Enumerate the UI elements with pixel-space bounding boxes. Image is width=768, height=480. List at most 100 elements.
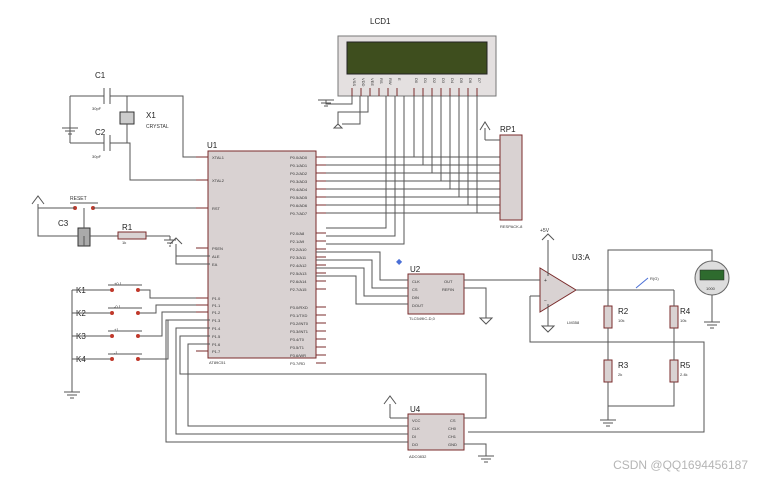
u1-part: AT89C51 xyxy=(209,360,226,365)
u1-left-pin-label: P1.2 xyxy=(212,310,221,315)
u1-right-pin-label: P3.6/WR xyxy=(290,353,306,358)
r5-resistor xyxy=(669,359,679,383)
r2-resistor xyxy=(603,305,613,329)
u1-right-pin-label: P3.5/T1 xyxy=(290,345,305,350)
lcd-pin-label: D7 xyxy=(477,78,482,84)
lcd-pin-label: RS xyxy=(379,78,384,84)
r2-label: R2 xyxy=(618,307,629,316)
u1-left-pin-label: RST xyxy=(212,206,221,211)
u1-right-pin-label: P0.6/AD6 xyxy=(290,203,308,208)
u1-left-pin-label: P1.3 xyxy=(212,318,221,323)
u1-right-pins: P0.0/AD0P0.1/AD1P0.2/AD2P0.3/AD3P0.4/AD4… xyxy=(290,155,326,366)
key-contact xyxy=(110,288,114,292)
lcd-label: LCD1 xyxy=(370,17,391,26)
svg-text:◆: ◆ xyxy=(396,257,403,266)
r4-label: R4 xyxy=(680,307,691,316)
u1-right-pin-label: P3.2/INT0 xyxy=(290,321,309,326)
u1-right-pin-label: P2.6/A14 xyxy=(290,279,307,284)
svg-text:REFIN: REFIN xyxy=(442,287,454,292)
svg-text:OUT: OUT xyxy=(444,279,453,284)
svg-text:VCC: VCC xyxy=(412,418,421,423)
svg-text:CS: CS xyxy=(450,418,456,423)
u4-adc0832: U4 ADC0832 VCC CLK DI DO CS CH0 CH1 GND xyxy=(165,319,494,463)
u1-left-pin-label: P1.7 xyxy=(212,349,221,354)
key-contact xyxy=(136,311,140,315)
key-contact xyxy=(110,334,114,338)
r1-resistor xyxy=(117,231,147,240)
u1-right-pin-label: P3.1/TXD xyxy=(290,313,307,318)
k3-text: +1 xyxy=(114,327,119,332)
c1-value: 30pF xyxy=(92,106,102,111)
u1-right-pin-label: P0.5/AD5 xyxy=(290,195,308,200)
svg-text:CLK: CLK xyxy=(412,279,420,284)
u2-part: TLC549IC-D,0 xyxy=(409,316,436,321)
u1-right-pin-label: P2.0/A8 xyxy=(290,231,305,236)
u1-right-pin-label: P2.7/A15 xyxy=(290,287,307,292)
key-contact xyxy=(136,334,140,338)
k1-text: +0.1 xyxy=(114,281,123,286)
rp1-label: RP1 xyxy=(500,125,516,134)
lcd-ground xyxy=(318,96,369,129)
u1-left-pin-label: XTAL2 xyxy=(212,178,225,183)
r1-value: 1k xyxy=(122,240,126,245)
u1-left-pin-label: XTAL1 xyxy=(212,155,225,160)
r3-resistor xyxy=(603,359,613,383)
rp1-part: RESPACK-8 xyxy=(500,224,523,229)
u2-label: U2 xyxy=(410,265,421,274)
voltmeter: 1000 xyxy=(694,260,730,329)
r4-value: 10k xyxy=(680,318,686,323)
k2-text: -0.1 xyxy=(114,304,122,309)
crystal-circuit: C1 C2 30pF 30pF X1 CRYSTAL xyxy=(62,71,210,181)
u4-part: ADC0832 xyxy=(409,454,427,459)
u1-right-pin-label: P2.5/A13 xyxy=(290,271,307,276)
lcd-pin-label: VDD xyxy=(361,78,366,87)
u1-right-pin-label: P0.4/AD4 xyxy=(290,187,308,192)
meter-display xyxy=(699,269,725,281)
c1-label: C1 xyxy=(95,71,106,80)
u1-left-pin-label: ALE xyxy=(212,254,220,259)
reset-circuit: RESET C3 R1 1k xyxy=(31,195,210,247)
watermark: CSDN @QQ1694456187 xyxy=(613,458,748,472)
u1-left-pin-label: PSEN xyxy=(212,246,223,251)
u1-right-pin-label: P3.3/INT1 xyxy=(290,329,309,334)
svg-text:CH1: CH1 xyxy=(448,434,457,439)
r2-value: 10k xyxy=(618,318,624,323)
svg-text:DOUT: DOUT xyxy=(412,303,424,308)
lcd-pin-label: D6 xyxy=(468,78,473,84)
u1-right-pin-label: P2.4/A12 xyxy=(290,263,307,268)
lcd-pin-label: D5 xyxy=(459,78,464,84)
u1-right-pin-label: P0.7/AD7 xyxy=(290,211,308,216)
rg-label: R(G) xyxy=(650,276,659,281)
r3-value: 2k xyxy=(618,372,622,377)
u1-left-pin-label: P1.0 xyxy=(212,296,221,301)
svg-text:CS: CS xyxy=(412,287,418,292)
u3-part: LM358 xyxy=(567,320,580,325)
svg-text:−: − xyxy=(544,298,547,304)
r5-value: 2.4k xyxy=(680,372,688,377)
u1-right-pin-label: P3.4/T0 xyxy=(290,337,305,342)
rp1-resistor-pack: RP1 RESPACK-8 xyxy=(479,121,523,229)
u1-right-pin-label: P2.2/A10 xyxy=(290,247,307,252)
u2-body xyxy=(407,273,465,315)
u1-label: U1 xyxy=(207,141,218,150)
u1-right-pin-label: P2.1/A9 xyxy=(290,239,305,244)
lcd-pin-label: D0 xyxy=(414,78,419,84)
r1-label: R1 xyxy=(122,223,133,232)
svg-text:DIN: DIN xyxy=(412,295,419,300)
svg-text:+: + xyxy=(544,278,547,284)
u1-right-pin-label: P2.3/A11 xyxy=(290,255,307,260)
u1-left-pin-label: P1.5 xyxy=(212,334,221,339)
lcd-pin-label: D4 xyxy=(450,78,455,84)
lcd-pin-label: RW xyxy=(388,78,393,85)
reset-label: RESET xyxy=(70,196,87,202)
x1-part: CRYSTAL xyxy=(146,124,169,130)
u1-left-pin-label: P1.4 xyxy=(212,326,221,331)
key-contact xyxy=(136,288,140,292)
u2-adc: U2 TLC549IC-D,0 CLK CS DIN DOUT OUT REFI… xyxy=(316,251,530,325)
rp1-body xyxy=(499,134,523,221)
svg-text:DO: DO xyxy=(412,442,418,447)
key-contact xyxy=(110,357,114,361)
